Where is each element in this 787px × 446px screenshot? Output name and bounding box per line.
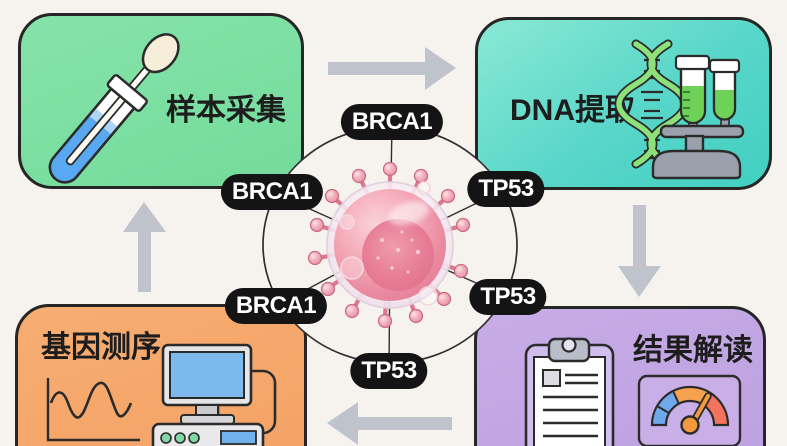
gene-pill-lower-right: TP53 bbox=[469, 279, 547, 315]
arrow-down-icon bbox=[618, 205, 661, 297]
stage-card-result-interpretation: 结果解读 bbox=[474, 306, 766, 446]
computer-waveform-icon bbox=[46, 343, 277, 446]
stage-card-dna-extraction: DNA提取 bbox=[475, 17, 772, 190]
virus-bubbles bbox=[339, 181, 438, 306]
gene-pill-upper-left: BRCA1 bbox=[220, 174, 324, 210]
stage-title-dna-extraction: DNA提取 bbox=[510, 94, 635, 127]
arrow-up-icon bbox=[123, 202, 166, 292]
stage-title-sample-collection: 样本采集 bbox=[166, 94, 286, 127]
gauge-icon bbox=[637, 374, 742, 446]
arrow-right-icon bbox=[328, 47, 456, 90]
virus-spikes bbox=[315, 169, 464, 321]
swab-test-tube-icon bbox=[48, 33, 180, 184]
dna-helix-icon bbox=[614, 39, 690, 169]
gene-pill-upper-right: TP53 bbox=[467, 171, 545, 207]
stage-title-result-interpretation: 结果解读 bbox=[633, 334, 753, 367]
test-tubes-stand-icon bbox=[651, 54, 745, 180]
clipboard-gauge-icon bbox=[524, 337, 742, 446]
waveform-icon bbox=[46, 378, 140, 442]
virus-spike-tips bbox=[307, 161, 471, 329]
arrow-left-icon bbox=[327, 402, 452, 445]
gene-pill-bottom: TP53 bbox=[350, 353, 428, 389]
virus-illustration bbox=[307, 161, 471, 329]
computer-icon bbox=[151, 343, 277, 446]
virus-speckles bbox=[376, 230, 421, 274]
gene-pill-top: BRCA1 bbox=[340, 104, 444, 140]
stage-card-sample-collection: 样本采集 bbox=[18, 13, 304, 189]
gene-pill-lower-left: BRCA1 bbox=[224, 288, 328, 324]
clipboard-icon bbox=[524, 337, 615, 446]
dna-helix-test-tubes-icon bbox=[614, 39, 745, 180]
stage-card-gene-sequencing: 基因测序 bbox=[15, 304, 307, 446]
stage-title-gene-sequencing: 基因测序 bbox=[41, 331, 161, 364]
